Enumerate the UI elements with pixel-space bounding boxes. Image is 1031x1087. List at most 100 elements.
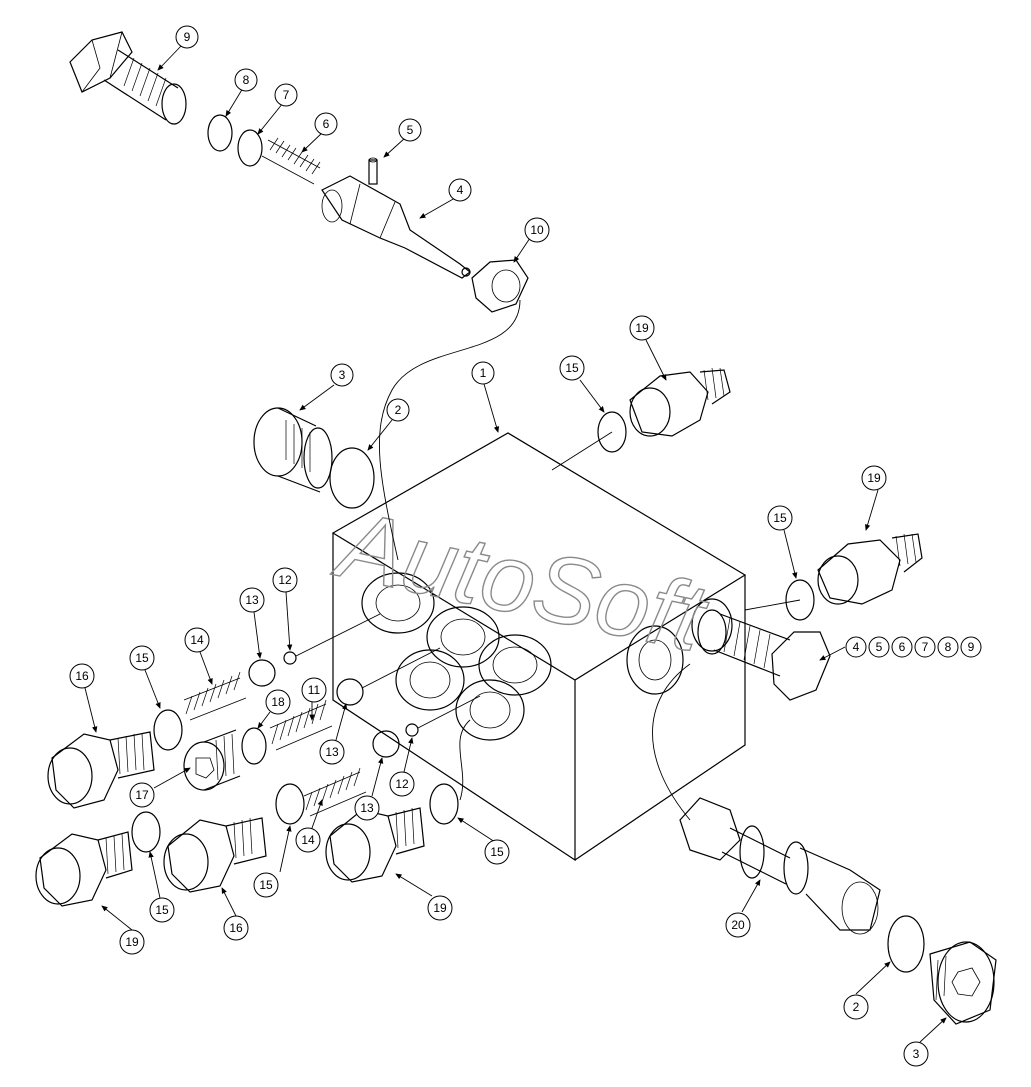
svg-text:2: 2 (395, 403, 402, 417)
svg-text:13: 13 (245, 593, 259, 607)
svg-text:12: 12 (395, 777, 409, 791)
callout-1: 1 (471, 361, 495, 385)
oring-part-15-top (597, 411, 627, 453)
svg-text:8: 8 (945, 640, 952, 654)
callout-2-bottom: 2 (843, 994, 869, 1020)
callout-14-bottom: 14 (295, 827, 321, 853)
svg-text:12: 12 (278, 573, 292, 587)
callout-leaders (84, 44, 947, 1043)
svg-text:15: 15 (135, 651, 149, 665)
callout-16-bottom: 16 (223, 915, 249, 941)
callout-19-right: 19 (861, 465, 887, 491)
spring-part-14-bottom (303, 767, 367, 817)
callout-20: 20 (725, 912, 751, 938)
fitting-part-19-right (817, 533, 923, 605)
assembly-lines (295, 299, 801, 821)
svg-text:6: 6 (323, 117, 330, 131)
callout-3-bottom: 3 (903, 1041, 929, 1067)
callout-15-top: 15 (559, 355, 585, 381)
svg-text:19: 19 (125, 935, 139, 949)
callout-19-botmid: 19 (427, 895, 453, 921)
svg-text:7: 7 (922, 640, 929, 654)
svg-text:3: 3 (339, 368, 346, 382)
spool-part-20 (679, 797, 881, 935)
svg-text:15: 15 (490, 845, 504, 859)
callout-19-botleft: 19 (119, 929, 145, 955)
kit-callout-4: 4 (845, 636, 867, 658)
svg-text:19: 19 (433, 901, 447, 915)
callout-7: 7 (274, 83, 298, 107)
svg-text:4: 4 (853, 640, 860, 654)
plug-part-3-top (253, 407, 333, 493)
oring-part-2-bottom (887, 915, 925, 973)
svg-text:4: 4 (457, 183, 464, 197)
svg-text:19: 19 (867, 471, 881, 485)
kit-callout-6: 6 (891, 636, 913, 658)
nut-part-10 (471, 259, 529, 313)
svg-text:19: 19 (635, 321, 649, 335)
callout-3-top: 3 (330, 363, 354, 387)
plug-part-3-bottom (929, 941, 997, 1025)
svg-text:8: 8 (243, 73, 250, 87)
oring-part-18 (241, 727, 267, 765)
svg-text:3: 3 (913, 1047, 920, 1061)
ball-part-12-b (405, 723, 419, 737)
svg-text:15: 15 (155, 903, 169, 917)
svg-text:18: 18 (271, 695, 285, 709)
callout-bubbles: 9 8 7 6 5 4 10 1 2 3 15 19 19 15 4 5 6 7… (69, 25, 982, 1067)
svg-text:13: 13 (360, 801, 374, 815)
bolt-part-9 (69, 31, 187, 125)
callout-6: 6 (314, 112, 338, 136)
callout-15-botleft: 15 (149, 897, 175, 923)
fitting-part-16-top (47, 731, 155, 809)
svg-text:9: 9 (968, 640, 975, 654)
ball-part-13-a (248, 659, 276, 687)
callout-5: 5 (398, 118, 422, 142)
svg-text:5: 5 (407, 123, 414, 137)
svg-text:20: 20 (731, 918, 745, 932)
callout-19-top: 19 (629, 315, 655, 341)
svg-text:14: 14 (190, 633, 204, 647)
callout-13-a: 13 (239, 587, 265, 613)
valve-body (331, 432, 747, 862)
spring-part-14-top (183, 671, 247, 721)
oring-part-15-mid (429, 783, 459, 825)
svg-text:13: 13 (325, 745, 339, 759)
watermark: AutoSoft (326, 490, 717, 673)
callout-12-b: 12 (389, 771, 415, 797)
callout-13-c: 13 (354, 795, 380, 821)
ball-part-13-b (336, 678, 364, 706)
fitting-part-19-botleft (35, 831, 133, 907)
svg-text:15: 15 (773, 511, 787, 525)
svg-text:17: 17 (135, 788, 149, 802)
kit-callouts: 4 5 6 7 8 9 (845, 636, 982, 658)
kit-callout-8: 8 (937, 636, 959, 658)
oring-part-15-botleft (131, 811, 161, 853)
spring-part-11 (269, 699, 333, 751)
kit-callout-5: 5 (868, 636, 890, 658)
svg-text:15: 15 (259, 878, 273, 892)
oring-part-15-right (785, 579, 815, 621)
callout-9: 9 (175, 25, 199, 49)
callout-16-top: 16 (69, 663, 95, 689)
svg-text:7: 7 (283, 88, 290, 102)
fitting-part-16-bottom (163, 817, 267, 893)
pin-part-5 (368, 157, 378, 185)
washer-part-8 (207, 114, 233, 152)
callout-15-right: 15 (767, 505, 793, 531)
kit-callout-7: 7 (914, 636, 936, 658)
svg-text:14: 14 (301, 833, 315, 847)
poppet-part-4 (321, 175, 471, 279)
bolt-part-9-assembled (697, 609, 831, 701)
svg-text:15: 15 (565, 361, 579, 375)
plug-part-17 (183, 729, 241, 791)
fitting-part-19-botmid (325, 807, 425, 883)
fitting-part-19-top (629, 367, 731, 437)
callout-14-top: 14 (184, 627, 210, 653)
svg-text:11: 11 (308, 683, 321, 697)
svg-text:10: 10 (530, 223, 544, 237)
callout-2-top: 2 (386, 398, 410, 422)
oring-part-2-top (329, 447, 375, 509)
washer-part-7 (237, 129, 263, 167)
callout-15-mid: 15 (484, 839, 510, 865)
